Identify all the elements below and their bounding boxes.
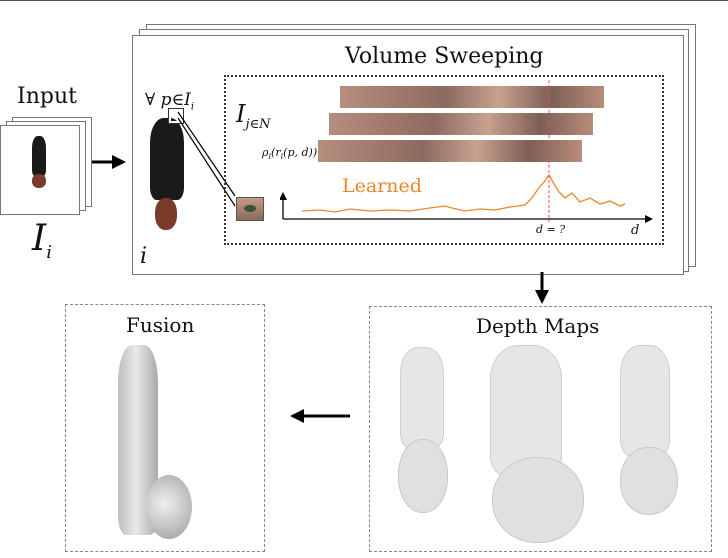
reference-figure-bag: [155, 198, 177, 230]
input-symbol: Ii: [32, 218, 52, 263]
depth-map-1-bag: [398, 439, 448, 513]
d-axis-arrowhead: [645, 215, 653, 223]
arrow-right-icon: [92, 152, 128, 172]
top-rule: [0, 0, 728, 1]
depth-map-3-body: [620, 345, 670, 457]
input-figure-image: [32, 136, 46, 176]
depth-unknown-label: d = ?: [536, 223, 565, 236]
arrow-left-icon: [290, 406, 352, 426]
input-figure-bag: [32, 174, 46, 188]
d-axis-label: d: [631, 223, 639, 238]
cost-curve-plot: [280, 80, 660, 240]
fusion-panel: [65, 304, 265, 552]
depth-maps-title: Depth Maps: [476, 314, 599, 338]
depth-map-2-bag: [492, 457, 584, 543]
input-frame-front: [0, 125, 80, 215]
view-index-label: i: [140, 244, 147, 269]
input-label: Input: [17, 84, 77, 109]
depth-maps-panel: [369, 306, 712, 552]
depth-map-3-bag: [620, 447, 678, 515]
arrow-down-icon: [532, 272, 552, 306]
neighbor-images-label: Ij∈N: [236, 100, 271, 132]
fusion-title: Fusion: [126, 313, 194, 337]
depth-map-1-body: [400, 347, 444, 449]
cost-axis-arrowhead: [280, 192, 287, 200]
learned-cost-curve: [302, 175, 625, 212]
fusion-mesh-bag: [146, 475, 192, 539]
volume-sweeping-title: Volume Sweeping: [345, 44, 544, 69]
